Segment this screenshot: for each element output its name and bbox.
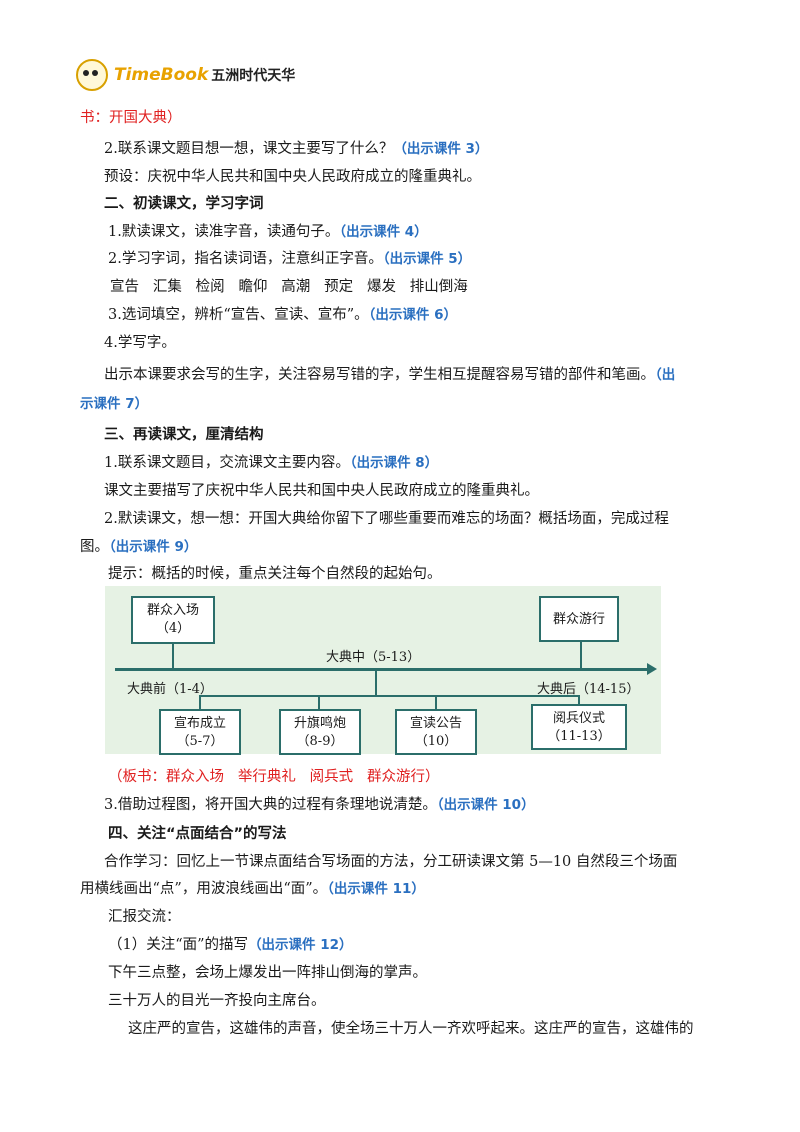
courseware-ref: （出示课件 4） <box>339 224 428 240</box>
step-text: 3.借助过程图，将开国大典的过程有条理地说清楚。 <box>104 797 437 813</box>
label-after: 大典后（14-15） <box>537 682 640 697</box>
box-crowd-parade: 群众游行 <box>539 596 619 642</box>
box-para: （4） <box>155 621 191 636</box>
connector <box>172 642 174 668</box>
box-review: 阅兵仪式 （11-13） <box>531 704 627 750</box>
step-4: 4.学写字。 <box>104 335 176 351</box>
step-text: 1.联系课文题目，交流课文主要内容。 <box>104 455 350 471</box>
section-heading-2: 二、初读课文，学习字词 <box>104 196 264 212</box>
connector <box>199 695 201 709</box>
vocab-list: 宣告 汇集 检阅 瞻仰 高潮 预定 爆发 排山倒海 <box>110 279 468 295</box>
box-para: （5-7） <box>176 734 224 749</box>
section-heading-4: 四、关注“点面结合”的写法 <box>108 826 287 842</box>
courseware-ref: （出示课件 6） <box>368 307 458 323</box>
step-1: 1.默读课文，读准字音，读通句子。（出示课件 4） <box>108 220 428 241</box>
box-crowd-enter: 群众入场 （4） <box>131 596 215 644</box>
box-label: 升旗鸣炮 <box>293 716 346 731</box>
step-text: 2.学习字词，指名读词语，注意纠正字音。 <box>108 251 383 267</box>
step-text: （1）关注“面”的描写 <box>108 937 249 953</box>
step-text: 出示本课要求会写的生字，关注容易写错的字，学生相互提醒容易写错的部件和笔画。 <box>104 367 655 383</box>
step-2c: 2.默读课文，想一想：开国大典给你留下了哪些重要而难忘的场面？概括场面，完成过程 <box>104 511 669 527</box>
report-exchange: 汇报交流： <box>108 909 181 925</box>
step-2b: 2.学习字词，指名读词语，注意纠正字音。（出示课件 5） <box>108 247 471 268</box>
box-label: 群众入场 <box>146 603 199 618</box>
focus-face: （1）关注“面”的描写（出示课件 12） <box>108 933 353 954</box>
box-announce: 宣布成立 （5-7） <box>159 709 241 755</box>
step-text: 3.选词填空，辨析“宣告、宣读、宣布”。 <box>108 307 369 323</box>
cooperative-learning-cont: 用横线画出“点”，用波浪线画出“面”。（出示课件 11） <box>80 877 425 898</box>
label-during: 大典中（5-13） <box>326 650 421 665</box>
step-text: 2.联系课文题目想一想，课文主要写了什么？ <box>104 141 394 157</box>
branch-stem <box>375 670 377 696</box>
panda-logo-icon <box>76 59 108 91</box>
step-text: 图。 <box>80 539 109 555</box>
branch-bar <box>199 695 579 697</box>
preset-answer: 预设：庆祝中华人民共和国中央人民政府成立的隆重典礼。 <box>104 169 481 185</box>
timeline-axis <box>115 668 651 671</box>
connector <box>578 695 580 709</box>
quote-3: 这庄严的宣告，这雄伟的声音，使全场三十万人一齐欢呼起来。这庄严的宣告，这雄伟的 <box>128 1021 694 1037</box>
brand-logo: TimeBook 五洲时代天华 <box>76 58 295 92</box>
connector <box>435 695 437 709</box>
courseware-ref: （出示课件 12） <box>248 937 353 953</box>
courseware-ref: （出示课件 3） <box>393 141 489 157</box>
logo-brand-text: TimeBook <box>114 65 209 85</box>
box-para: （10） <box>414 734 458 749</box>
quote-1: 下午三点整，会场上爆发出一阵排山倒海的掌声。 <box>108 965 427 981</box>
step-2: 2.联系课文题目想一想，课文主要写了什么？（出示课件 3） <box>104 137 488 158</box>
courseware-ref: （出 <box>655 367 676 383</box>
box-label: 宣读公告 <box>409 716 462 731</box>
cooperative-learning: 合作学习：回忆上一节课点面结合写场面的方法，分工研读课文第 5—10 自然段三个… <box>104 854 678 870</box>
board-note-end: 书：开国大典） <box>80 110 182 126</box>
arrow-head-icon <box>647 663 657 675</box>
box-label: 群众游行 <box>552 612 605 627</box>
process-diagram: 群众入场 （4） 群众游行 大典中（5-13） 大典前（1-4） 大典后（14-… <box>105 586 661 755</box>
courseware-ref: （出示课件 9） <box>109 539 198 555</box>
quote-2: 三十万人的目光一齐投向主席台。 <box>108 993 326 1009</box>
courseware-ref: （出示课件 8） <box>349 455 439 471</box>
box-flag: 升旗鸣炮 （8-9） <box>279 709 361 755</box>
logo-cn-text: 五洲时代天华 <box>211 68 296 84</box>
courseware-ref: （出示课件 5） <box>382 251 472 267</box>
main-content: 课文主要描写了庆祝中华人民共和国中央人民政府成立的隆重典礼。 <box>104 483 539 499</box>
connector <box>318 695 320 709</box>
box-label: 阅兵仪式 <box>552 711 605 726</box>
step-3b: 3.借助过程图，将开国大典的过程有条理地说清楚。（出示课件 10） <box>104 793 535 814</box>
box-para: （8-9） <box>296 734 344 749</box>
paragraph-writing: 出示本课要求会写的生字，关注容易写错的字，学生相互提醒容易写错的部件和笔画。（出 <box>104 363 675 384</box>
hint: 提示：概括的时候，重点关注每个自然段的起始句。 <box>108 566 442 582</box>
box-label: 宣布成立 <box>173 716 226 731</box>
courseware-ref: （出示课件 11） <box>327 881 425 897</box>
step-2c-cont: 图。（出示课件 9） <box>80 535 197 556</box>
step-text: 1.默读课文，读准字音，读通句子。 <box>108 224 340 240</box>
box-proclamation: 宣读公告 （10） <box>395 709 477 755</box>
step-3: 3.选词填空，辨析“宣告、宣读、宣布”。（出示课件 6） <box>108 303 457 324</box>
connector <box>580 642 582 668</box>
courseware-ref: （出示课件 10） <box>436 797 535 813</box>
box-para: （11-13） <box>547 729 611 744</box>
step-1b: 1.联系课文题目，交流课文主要内容。（出示课件 8） <box>104 451 438 472</box>
label-before: 大典前（1-4） <box>127 682 213 697</box>
step-text: 用横线画出“点”，用波浪线画出“面”。 <box>80 881 328 897</box>
courseware-ref-cont: 示课件 7） <box>80 396 149 412</box>
section-heading-3: 三、再读课文，厘清结构 <box>104 427 264 443</box>
board-note: （板书：群众入场 举行典礼 阅兵式 群众游行） <box>108 769 440 785</box>
